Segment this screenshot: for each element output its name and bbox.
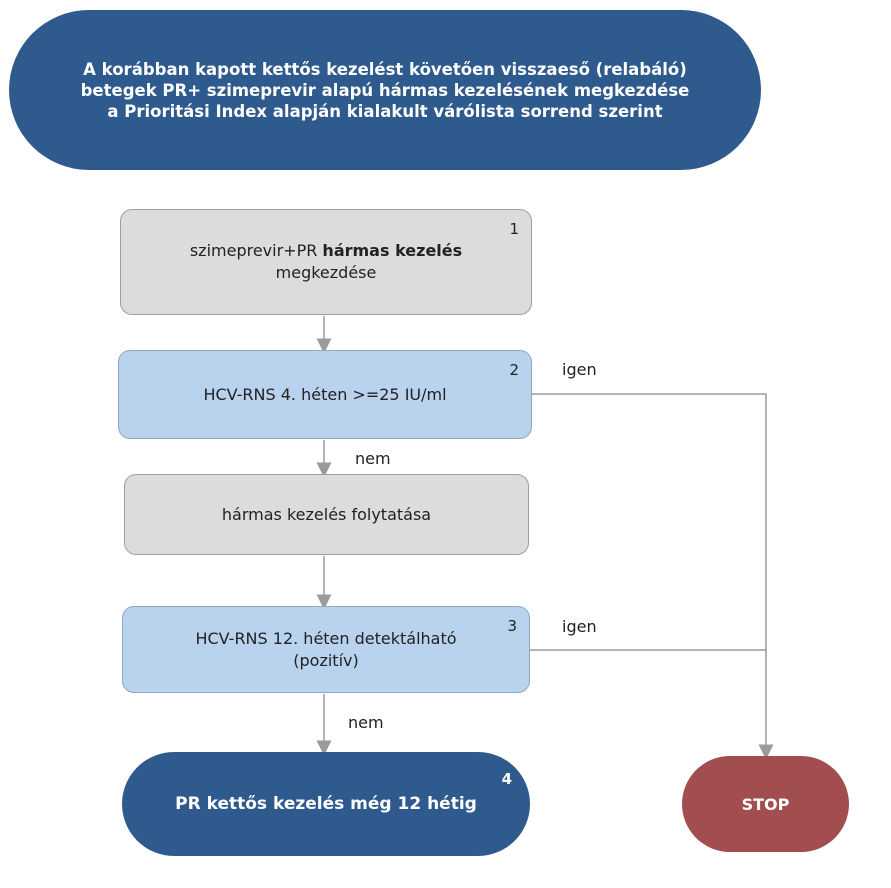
header-line-1: A korábban kapott kettős kezelést követő… xyxy=(83,59,687,79)
stop-text: STOP xyxy=(741,794,790,814)
step2-number: 2 xyxy=(509,361,519,379)
step3-line-2: (pozitív) xyxy=(293,650,359,670)
header-title: A korábban kapott kettős kezelést követő… xyxy=(9,10,761,170)
step1-number: 1 xyxy=(509,220,519,238)
step3-number: 3 xyxy=(507,617,517,635)
step4-number: 4 xyxy=(501,770,512,788)
header-line-2: betegek PR+ szimeprevir alapú hármas kez… xyxy=(80,80,690,100)
step3-line-1: HCV-RNS 12. héten detektálható xyxy=(195,628,457,648)
step4-text: PR kettős kezelés még 12 hétig xyxy=(175,794,477,814)
step3-no-label: nem xyxy=(348,713,384,732)
step2-yes-label: igen xyxy=(562,360,597,379)
step1-text-after: megkezdése xyxy=(275,263,377,282)
step2-no-label: nem xyxy=(355,449,391,468)
step3-box: 3 HCV-RNS 12. héten detektálható (pozití… xyxy=(122,606,530,693)
step1-box: 1 szimeprevir+PR hármas kezelés megkezdé… xyxy=(120,209,532,315)
step1-text-before: szimeprevir+PR xyxy=(189,241,323,260)
header-line-3: a Prioritási Index alapján kialakult vár… xyxy=(107,101,663,121)
step3-yes-label: igen xyxy=(562,617,597,636)
continue-box: hármas kezelés folytatása xyxy=(124,474,529,555)
step2-text: HCV-RNS 4. héten >=25 IU/ml xyxy=(203,384,447,404)
step2-box: 2 HCV-RNS 4. héten >=25 IU/ml xyxy=(118,350,532,439)
step1-text-bold: hármas kezelés xyxy=(322,241,463,260)
continue-text: hármas kezelés folytatása xyxy=(221,504,432,524)
step4-terminal: 4 PR kettős kezelés még 12 hétig xyxy=(122,752,530,856)
stop-terminal: STOP xyxy=(682,756,849,852)
arrow-step2-yes-to-stop xyxy=(530,393,774,760)
